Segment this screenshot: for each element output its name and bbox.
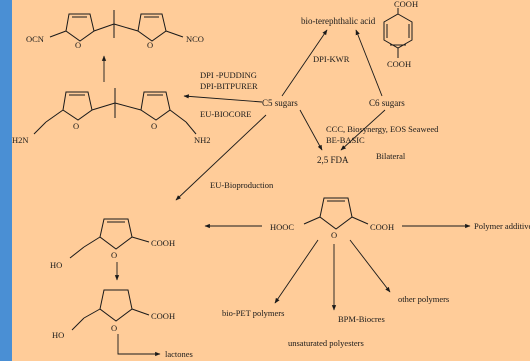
node-bio-pet-polymers: bio-PET polymers [222,308,284,318]
hydroxymethyl-furoic-acid-structure: O HO COOH [50,218,175,270]
terephthalic-acid-structure: COOH COOH [383,0,418,69]
label-be-basic: BE-BASIC [326,135,365,145]
bisfuran-diamine-structure: O O H2N NH2 [12,88,211,145]
arrow-c5-to-terephthalic [281,29,328,97]
arrow-c5-to-fdca [299,109,323,151]
atom-ho: HO [52,330,64,340]
label-dpi-pudding: DPI -PUDDING [200,70,257,80]
node-unsaturated-polyesters: unsaturated polyesters [288,338,364,348]
node-lactones: lactones [165,349,193,359]
arrow-fdca-to-bio-pet [274,239,319,304]
atom-ho: HO [50,260,62,270]
arrow-c6-to-fdca [340,109,386,151]
node-c5-sugars: C5 sugars [262,98,298,108]
node-fdca: 2,5 FDA [317,155,349,165]
atom-o: O [151,121,157,131]
atom-o: O [73,121,79,131]
arrow-c5-to-hydroxymethyl-furoic-acid [175,114,267,201]
atom-cooh: COOH [387,59,411,69]
arrow-to-lactones [117,334,161,357]
label-ccc-biosynergy-eos: CCC, Biosynergy, EOS Seaweed [326,124,439,134]
atom-o: O [111,250,117,260]
label-bpm-biocres: BPM-Biocres [338,314,385,324]
label-bilateral: Bilateral [376,151,406,161]
atom-hooc: HOOC [270,222,294,232]
label-eu-biocore: EU-BIOCORE [200,109,251,119]
atom-cooh: COOH [394,0,418,9]
atom-cooh: COOH [151,238,175,248]
atom-nh2: NH2 [194,135,211,145]
bisfuran-diisocyanate-structure: O O OCN NCO [26,10,204,50]
arrow-c6-to-terephthalic [355,29,383,97]
fdca-structure: O HOOC COOH [270,197,394,240]
side-stripe [0,0,12,361]
tetrahydrofuran-acid-structure: O HO COOH [52,289,175,340]
atom-ocn: OCN [26,34,44,44]
node-bio-terephthalic-acid: bio-terephthalic acid [301,16,376,26]
label-dpi-kwr: DPI-KWR [313,54,350,64]
atom-o: O [331,230,337,240]
atom-o: O [75,40,81,50]
node-other-polymers: other polymers [398,294,449,304]
arrow-fdca-to-other-polymers [349,239,391,293]
node-c6-sugars: C6 sugars [369,98,405,108]
node-polymer-additive: Polymer additive [474,221,530,231]
label-eu-bioproduction: EU-Bioproduction [210,180,274,190]
label-dpi-bitpurer: DPI-BITPURER [200,81,258,91]
atom-o: O [111,323,117,333]
atom-o: O [147,40,153,50]
arrow-c5-to-diamine [183,94,263,103]
atom-cooh: COOH [151,311,175,321]
atom-h2n: H2N [12,135,29,145]
atom-nco: NCO [186,34,204,44]
atom-cooh: COOH [370,222,394,232]
